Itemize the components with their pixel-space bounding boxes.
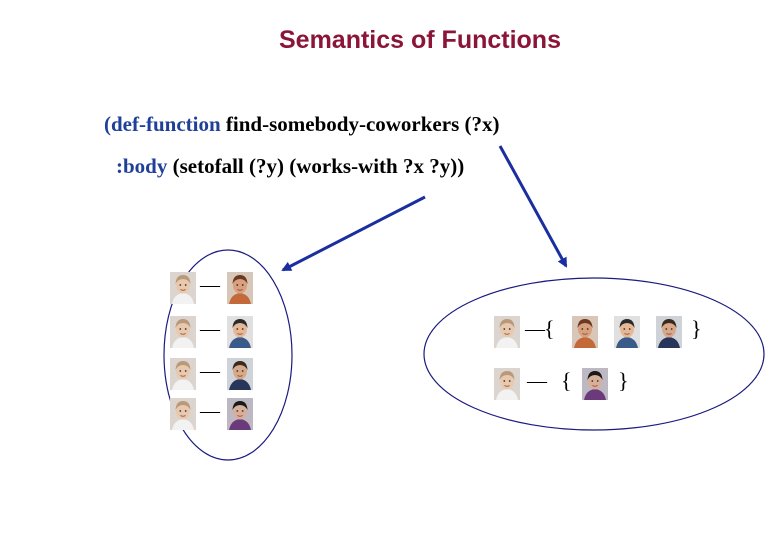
person-b-photo xyxy=(572,316,598,353)
person-d-photo xyxy=(656,316,682,353)
pair-dash: — xyxy=(200,274,220,296)
code-line-1: (def-function find-somebody-coworkers (?… xyxy=(104,112,499,137)
pair-dash: — xyxy=(200,400,220,422)
person-d-photo xyxy=(227,358,253,395)
pair-dash: — xyxy=(200,360,220,382)
function-body: (setofall (?y) (works-with ?x ?y)) xyxy=(167,154,465,178)
person-a-photo xyxy=(494,316,520,353)
body-keyword: :body xyxy=(116,154,168,178)
person-a-photo xyxy=(170,316,196,353)
code-line-2: :body (setofall (?y) (works-with ?x ?y)) xyxy=(116,154,464,179)
person-b-photo xyxy=(227,272,253,309)
arrow-to-relation xyxy=(281,195,426,272)
person-e-photo xyxy=(227,398,253,435)
person-e-photo xyxy=(582,368,608,405)
person-c-photo xyxy=(614,316,640,353)
page-title: Semantics of Functions xyxy=(279,26,561,54)
close-brace: } xyxy=(618,368,629,393)
person-a-photo xyxy=(170,272,196,309)
relation-ellipse xyxy=(163,249,293,461)
set-dash: — xyxy=(525,318,545,340)
person-a-photo xyxy=(494,368,520,405)
open-brace: { xyxy=(561,368,572,393)
person-c-photo xyxy=(227,316,253,353)
person-a-photo xyxy=(170,358,196,395)
close-brace: } xyxy=(691,316,702,341)
def-function-keyword: (def-function xyxy=(104,112,221,136)
set-dash: — xyxy=(527,370,547,392)
function-signature: find-somebody-coworkers (?x) xyxy=(220,112,500,136)
open-brace: { xyxy=(544,316,555,341)
function-ellipse xyxy=(423,277,765,431)
arrow-to-function xyxy=(498,145,568,268)
person-a-photo xyxy=(170,398,196,435)
pair-dash: — xyxy=(200,318,220,340)
